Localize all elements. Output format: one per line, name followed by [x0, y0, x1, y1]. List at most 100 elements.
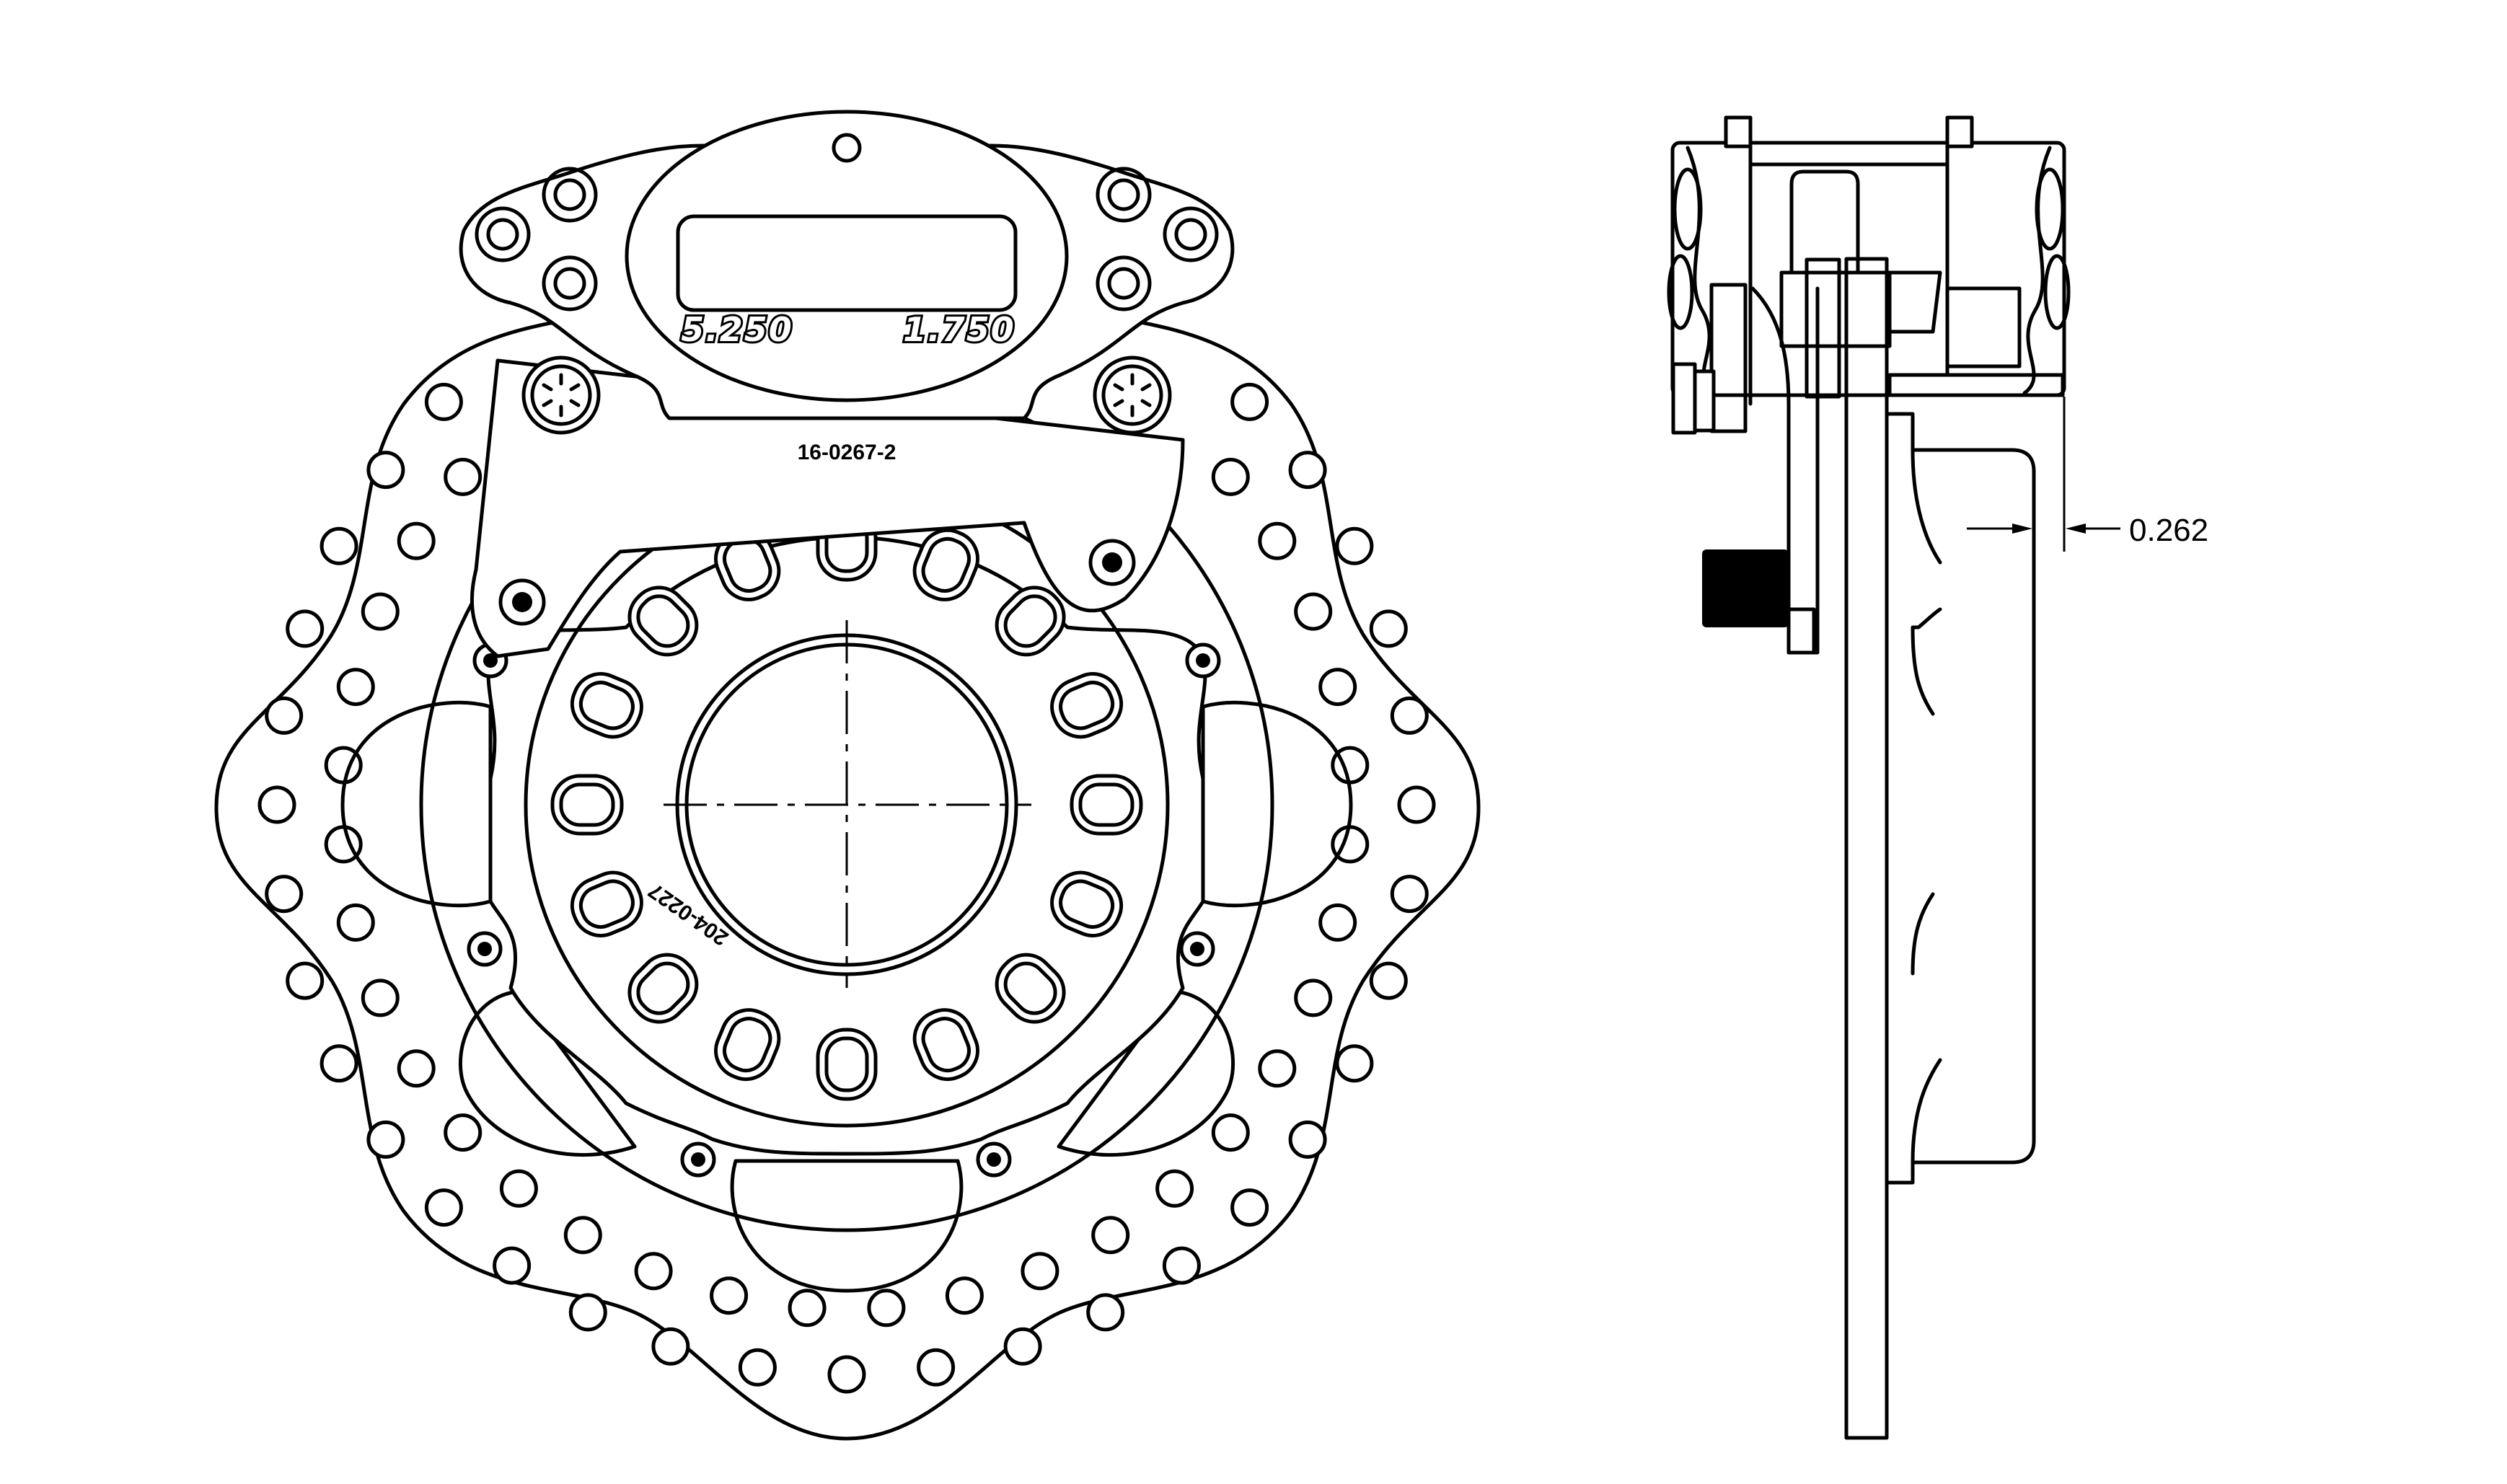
piston-size-left: 5.250 [681, 310, 793, 349]
drill-hole [320, 1044, 358, 1083]
drill-hole [1155, 1169, 1194, 1208]
drill-hole [827, 1355, 866, 1394]
rotor-drill-holes [257, 382, 1436, 1394]
drill-hole [1318, 668, 1357, 707]
drill-hole [1288, 1120, 1327, 1159]
side-threaded-stud [1702, 549, 1789, 627]
drill-hole [634, 1252, 673, 1291]
caliper-bleed-hole [832, 133, 862, 163]
side-caliper-tab-right [1945, 115, 1974, 149]
lug-hole [1050, 672, 1124, 739]
rotor-outline [214, 249, 1481, 1441]
bracket-bolt-left-inner [512, 592, 532, 612]
drill-hole [1091, 1216, 1130, 1255]
drill-hole [336, 903, 375, 942]
drill-hole [568, 1293, 607, 1332]
drill-hole [1335, 526, 1374, 565]
drill-hole [1003, 1327, 1042, 1366]
drill-hole [286, 609, 325, 648]
lug-hole [714, 1008, 781, 1082]
drill-hole [1335, 1044, 1374, 1083]
drill-hole [493, 1246, 532, 1285]
caliper-bridge [625, 110, 1069, 402]
drill-hole [1162, 1246, 1201, 1285]
lug-hole [627, 586, 699, 657]
drill-hole [1390, 696, 1429, 735]
side-bracket [1709, 283, 1748, 433]
drill-hole [397, 1049, 436, 1088]
lug-hole [1050, 870, 1124, 937]
side-rotor-plate [1844, 257, 1889, 1440]
rotor-pocket-bottom-left [458, 989, 637, 1157]
hat-lug-holes [550, 508, 1143, 1101]
lug-hole [1070, 774, 1143, 836]
drill-hole [336, 668, 375, 707]
drill-hole [444, 1113, 483, 1152]
drill-hole [1258, 1049, 1297, 1088]
drill-hole [257, 785, 296, 824]
drill-hole [1230, 382, 1269, 421]
drill-hole [867, 1289, 906, 1328]
drill-hole [286, 961, 325, 1000]
drill-hole [265, 875, 304, 914]
drill-hole [499, 1169, 538, 1208]
drill-hole [917, 1348, 956, 1387]
drill-hole [738, 1348, 777, 1387]
drill-hole [444, 457, 483, 496]
drill-hole [265, 696, 304, 735]
side-caliper-tab-left [1724, 115, 1753, 149]
drill-hole [424, 382, 463, 421]
drill-hole [1369, 609, 1408, 648]
lug-hole [570, 870, 643, 937]
drill-hole [1294, 592, 1333, 631]
rotor-bolts [467, 642, 1221, 1178]
drill-hole [710, 1276, 749, 1315]
rotor-pocket-bottom [730, 1159, 964, 1293]
drill-hole [1021, 1252, 1059, 1291]
fitting-left [521, 355, 601, 435]
lug-hole [714, 528, 781, 601]
lug-hole [912, 528, 979, 601]
lug-hole [912, 1008, 979, 1082]
drill-hole [651, 1327, 690, 1366]
side-hat [1885, 412, 2036, 1185]
drill-hole [1230, 1188, 1269, 1227]
drill-hole [1086, 1293, 1125, 1332]
drill-hole [1258, 521, 1297, 560]
lug-hole [995, 586, 1066, 657]
drill-hole [1211, 457, 1250, 496]
drill-hole [361, 592, 400, 631]
side-bleeder [1671, 362, 1697, 435]
drill-hole [1211, 1113, 1250, 1152]
side-view: 0.262 [1667, 115, 2208, 1440]
side-brake-pad [1789, 169, 1860, 275]
lug-hole [570, 672, 643, 739]
drill-hole [320, 526, 358, 565]
drill-hole [366, 1120, 405, 1159]
drill-hole [366, 451, 405, 490]
caliper-bolts [475, 167, 1219, 312]
drill-hole [563, 1216, 602, 1255]
lug-hole [995, 953, 1066, 1024]
drill-hole [788, 1289, 827, 1328]
drill-hole [1294, 979, 1333, 1017]
bracket-bolt-right-inner [1102, 552, 1122, 573]
caliper-bracket [470, 358, 1185, 658]
drill-hole [1288, 451, 1327, 490]
rotor-pocket-right [1201, 700, 1353, 908]
fitting-right [1093, 355, 1172, 435]
rotor-pocket-bottom-right [1057, 989, 1235, 1157]
caliper-window [676, 214, 1018, 312]
side-caliper-housing [1670, 141, 2066, 397]
drill-hole [945, 1276, 984, 1315]
front-view: 204-0227 16-0267-2 [214, 110, 1481, 1441]
lug-hole [550, 774, 624, 836]
piston-size-right: 1.750 [903, 310, 1015, 349]
drill-hole [397, 521, 436, 560]
drill-hole [1397, 785, 1436, 824]
drill-hole [1369, 961, 1408, 1000]
rotor-pocket-left [340, 700, 493, 908]
drill-hole [1318, 903, 1357, 942]
drill-hole [361, 979, 400, 1017]
